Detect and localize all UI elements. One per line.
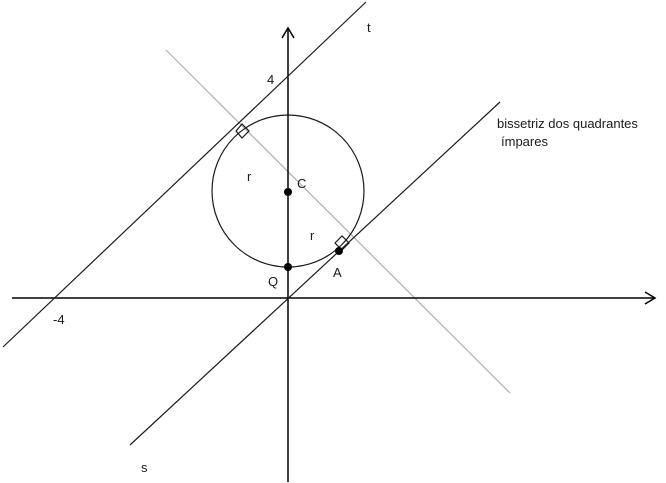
- point-a-dot: [335, 247, 343, 255]
- label-tick-y: 4: [267, 72, 274, 87]
- x-axis-arrow: [644, 291, 657, 305]
- label-radius-lower: r: [310, 228, 315, 243]
- label-point-c: C: [297, 176, 306, 191]
- point-q-dot: [284, 263, 292, 271]
- line-s: [129, 101, 501, 446]
- label-tick-x: -4: [53, 312, 65, 327]
- bisector-line: [165, 49, 511, 394]
- right-angle-marker-upper: [235, 123, 250, 139]
- label-line-s: s: [141, 460, 148, 475]
- label-radius-upper: r: [247, 169, 252, 184]
- label-bisector-line1: bissetriz dos quadrantes: [497, 116, 638, 131]
- label-bisector-line2: ímpares: [501, 134, 548, 149]
- label-line-t: t: [367, 20, 371, 35]
- label-point-a: A: [333, 265, 342, 280]
- line-t: [2, 1, 367, 348]
- point-c-dot: [284, 188, 292, 196]
- label-point-q: Q: [268, 274, 278, 289]
- y-axis-arrow: [281, 26, 295, 39]
